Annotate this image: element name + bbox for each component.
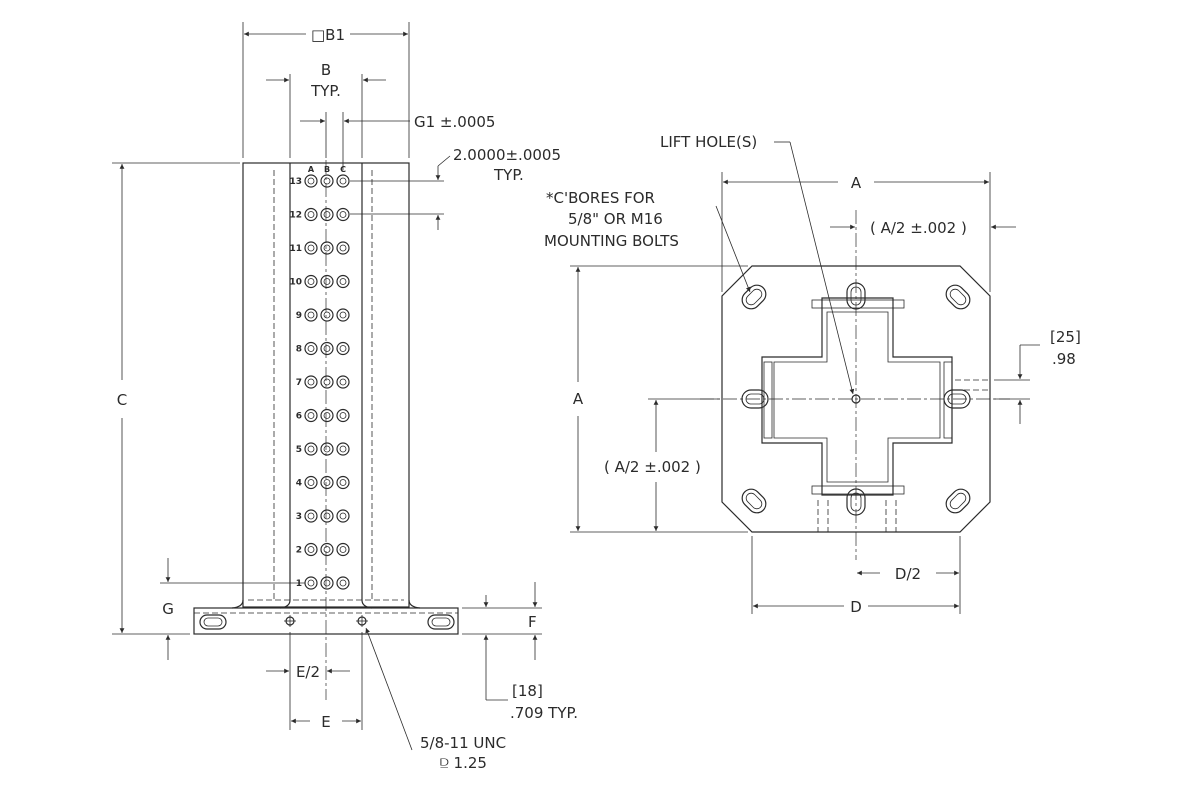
- top-view-outline: [721, 265, 991, 533]
- grid-hole-icon: [320, 274, 334, 289]
- dim-b-typ: TYP.: [310, 82, 341, 100]
- grid-hole-icon: [304, 408, 318, 423]
- dim-c: C: [117, 391, 127, 409]
- grid-hole-icon: [304, 341, 318, 356]
- top-view: A ( A/2 ±.002 ) A ( A/2 ±.002 ) [25] .98…: [544, 133, 1081, 616]
- grid-hole-icon: [336, 375, 350, 389]
- dim-offset-mm: [25]: [1050, 328, 1081, 346]
- front-view: 13 12 11 10 9 8 7 6 5 4 3 2 1 A B C □B1 B TYP. G1 ±.…: [112, 22, 578, 772]
- dim-a-half-top: ( A/2 ±.002 ): [870, 219, 967, 237]
- grid-hole-icon: [336, 207, 350, 222]
- cross-pocket: [761, 297, 953, 496]
- dim-pitch: 2.0000±.0005: [453, 146, 561, 164]
- hole-grid: 13 12 11 10 9 8 7 6 5 4 3 2 1: [289, 174, 350, 590]
- grid-hole-icon: [320, 207, 334, 222]
- grid-hole-icon: [336, 274, 350, 289]
- cbore-top-right-icon: [945, 284, 971, 310]
- row-number: 4: [296, 479, 302, 489]
- grid-hole-icon: [336, 308, 350, 322]
- cbore-bottom-left-icon: [741, 488, 767, 514]
- grid-hole-icon: [304, 174, 318, 188]
- grid-hole-icon: [304, 509, 318, 523]
- grid-hole-icon: [320, 241, 334, 255]
- grid-hole-icon: [304, 207, 318, 222]
- row-number: 13: [289, 177, 302, 187]
- grid-hole-icon: [320, 542, 334, 557]
- row-number: 5: [296, 445, 302, 455]
- grid-hole-icon: [320, 375, 334, 389]
- grid-hole-icon: [320, 308, 334, 322]
- grid-hole-icon: [304, 542, 318, 557]
- dim-pitch-typ: TYP.: [493, 166, 524, 184]
- grid-hole-icon: [336, 475, 350, 490]
- grid-hole-icon: [336, 542, 350, 557]
- dim-d-half: D/2: [895, 565, 921, 583]
- cbore-callout-line1: *C'BORES FOR: [546, 189, 655, 207]
- cbore-bottom-right-icon: [945, 488, 971, 514]
- dim-a-half-left: ( A/2 ±.002 ): [604, 458, 701, 476]
- row-number: 10: [289, 278, 302, 288]
- row-number: 7: [296, 378, 302, 388]
- dim-e: E: [321, 713, 330, 731]
- dim-a-top: A: [851, 174, 862, 192]
- column-header-b: B: [324, 165, 330, 174]
- row-number: 3: [296, 512, 302, 522]
- tapped-hole-right-icon: [356, 615, 368, 627]
- row-number: 1: [296, 579, 302, 589]
- grid-hole-icon: [320, 408, 334, 423]
- grid-hole-icon: [304, 375, 318, 389]
- lift-hole-icon: [851, 394, 861, 404]
- cbore-callout-line2: 5/8" OR M16: [568, 210, 663, 228]
- thread-depth: ⫒ 1.25: [440, 754, 487, 772]
- thread-callout: 5/8-11 UNC: [420, 734, 506, 752]
- grid-hole-icon: [304, 475, 318, 490]
- grid-hole-icon: [320, 475, 334, 490]
- dim-e-half: E/2: [296, 663, 320, 681]
- grid-hole-icon: [320, 442, 334, 456]
- grid-hole-icon: [320, 576, 334, 590]
- grid-hole-icon: [336, 174, 350, 188]
- grid-hole-icon: [336, 341, 350, 356]
- row-number: 12: [289, 211, 302, 221]
- row-number: 2: [296, 546, 302, 556]
- column-header-a: A: [308, 165, 315, 174]
- grid-hole-icon: [336, 241, 350, 255]
- tapped-hole-left-icon: [284, 615, 296, 627]
- grid-hole-icon: [304, 442, 318, 456]
- grid-hole-icon: [304, 241, 318, 255]
- row-number: 6: [296, 412, 302, 422]
- row-number: 11: [289, 244, 302, 254]
- row-number: 8: [296, 345, 302, 355]
- dim-g: G: [162, 600, 174, 618]
- grid-hole-icon: [320, 341, 334, 356]
- dim-b: B: [321, 61, 331, 79]
- dim-a-left: A: [573, 390, 584, 408]
- dim-base-mm: [18]: [512, 682, 543, 700]
- cbore-callout-line3: MOUNTING BOLTS: [544, 232, 679, 250]
- dim-offset-in: .98: [1052, 350, 1076, 368]
- grid-hole-icon: [304, 308, 318, 322]
- grid-hole-icon: [336, 408, 350, 423]
- lift-hole-callout: LIFT HOLE(S): [660, 133, 757, 151]
- right-slot-icon: [427, 614, 455, 630]
- dim-g1: G1 ±.0005: [414, 113, 495, 131]
- row-number: 9: [296, 311, 302, 321]
- dim-d: D: [850, 598, 862, 616]
- grid-hole-icon: [336, 509, 350, 523]
- left-slot-icon: [199, 614, 227, 630]
- grid-hole-icon: [320, 174, 334, 188]
- dim-f: F: [528, 613, 537, 631]
- grid-hole-icon: [336, 576, 350, 590]
- grid-hole-icon: [304, 274, 318, 289]
- grid-hole-icon: [320, 509, 334, 523]
- dim-b1: □B1: [311, 26, 345, 44]
- cbore-top-left-icon: [741, 284, 767, 310]
- dim-base-in: .709 TYP.: [510, 704, 578, 722]
- grid-hole-icon: [304, 576, 318, 590]
- grid-hole-icon: [336, 442, 350, 456]
